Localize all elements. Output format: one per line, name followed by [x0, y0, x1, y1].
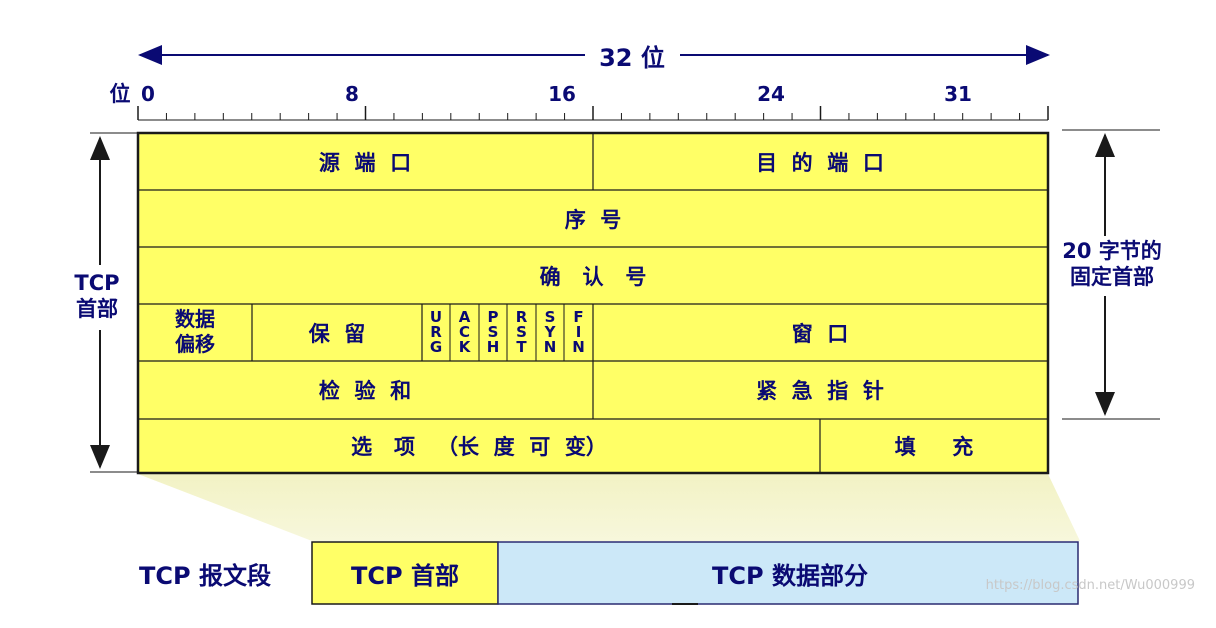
field-padding: 填 充 — [895, 435, 974, 459]
segment-header-box — [311, 541, 499, 605]
field-data-offset-1: 数据 — [175, 307, 215, 331]
bits-label: 32 位 — [599, 44, 665, 72]
flag-letter: C — [459, 323, 470, 341]
field-ack-number: 确 认 号 — [540, 265, 647, 289]
flag-letter: T — [516, 338, 527, 356]
field-checksum: 检 验 和 — [319, 379, 411, 403]
flag-letter: U — [430, 308, 442, 326]
field-sequence: 序 号 — [565, 208, 622, 232]
tcp-segment-bar: TCP 报文段 TCP 首部 TCP 数据部分 — [139, 541, 1079, 605]
tcp-header-table: 源 端 口 目 的 端 口 序 号 确 认 号 数据 偏移 保 留 URGACK… — [136, 131, 1050, 475]
right-brace-label-1: 20 字节的 — [1062, 239, 1162, 263]
left-brace-label-2: 首部 — [76, 297, 118, 321]
field-window: 窗 口 — [792, 322, 849, 346]
left-brace-label-1: TCP — [74, 271, 119, 295]
bit-axis-label: 位 — [110, 82, 131, 106]
flag-letter: Y — [544, 323, 557, 341]
flag-syn: SYN — [544, 308, 557, 356]
flag-letter: S — [545, 308, 556, 326]
segment-data-box — [497, 541, 1079, 605]
flag-letter: P — [488, 308, 499, 326]
flag-fin: FIN — [572, 308, 585, 356]
flag-letter: K — [459, 338, 472, 356]
field-source-port: 源 端 口 — [319, 151, 411, 175]
flag-letter: G — [430, 338, 442, 356]
bit-tick-8: 8 — [345, 82, 359, 106]
field-dest-port: 目 的 端 口 — [756, 151, 884, 175]
flag-letter: F — [573, 308, 583, 326]
flag-psh: PSH — [487, 308, 500, 356]
flag-rst: RST — [516, 308, 528, 356]
flag-letter: N — [572, 338, 585, 356]
flag-letter: N — [544, 338, 557, 356]
bit-tick-31: 31 — [944, 82, 972, 106]
segment-header-label: TCP 首部 — [351, 562, 459, 590]
bit-tick-labels: 0 8 16 24 31 — [141, 82, 972, 106]
segment-data-label: TCP 数据部分 — [712, 562, 868, 590]
flag-letter: A — [459, 308, 471, 326]
right-brace-label-2: 固定首部 — [1070, 265, 1154, 289]
bit-tick-0: 0 — [141, 82, 155, 106]
bit-ruler-ticks — [137, 106, 1049, 120]
field-data-offset-2: 偏移 — [175, 332, 215, 356]
field-urgent-pointer: 紧 急 指 针 — [756, 379, 884, 403]
flag-letter: I — [576, 323, 582, 341]
flag-letter: S — [516, 323, 527, 341]
bit-tick-24: 24 — [757, 82, 785, 106]
field-options: 选 项 （长 度 可 变） — [351, 435, 607, 459]
flag-letter: H — [487, 338, 500, 356]
watermark: https://blog.csdn.net/Wu000999 — [986, 578, 1195, 593]
bit-tick-16: 16 — [548, 82, 576, 106]
funnel-shape — [138, 474, 1080, 541]
flag-letter: S — [488, 323, 499, 341]
flag-urg: URG — [430, 308, 442, 356]
flag-ack: ACK — [459, 308, 472, 356]
flag-letter: R — [430, 323, 442, 341]
segment-label: TCP 报文段 — [139, 562, 271, 590]
field-reserved: 保 留 — [308, 322, 366, 346]
flag-letter: R — [516, 308, 528, 326]
